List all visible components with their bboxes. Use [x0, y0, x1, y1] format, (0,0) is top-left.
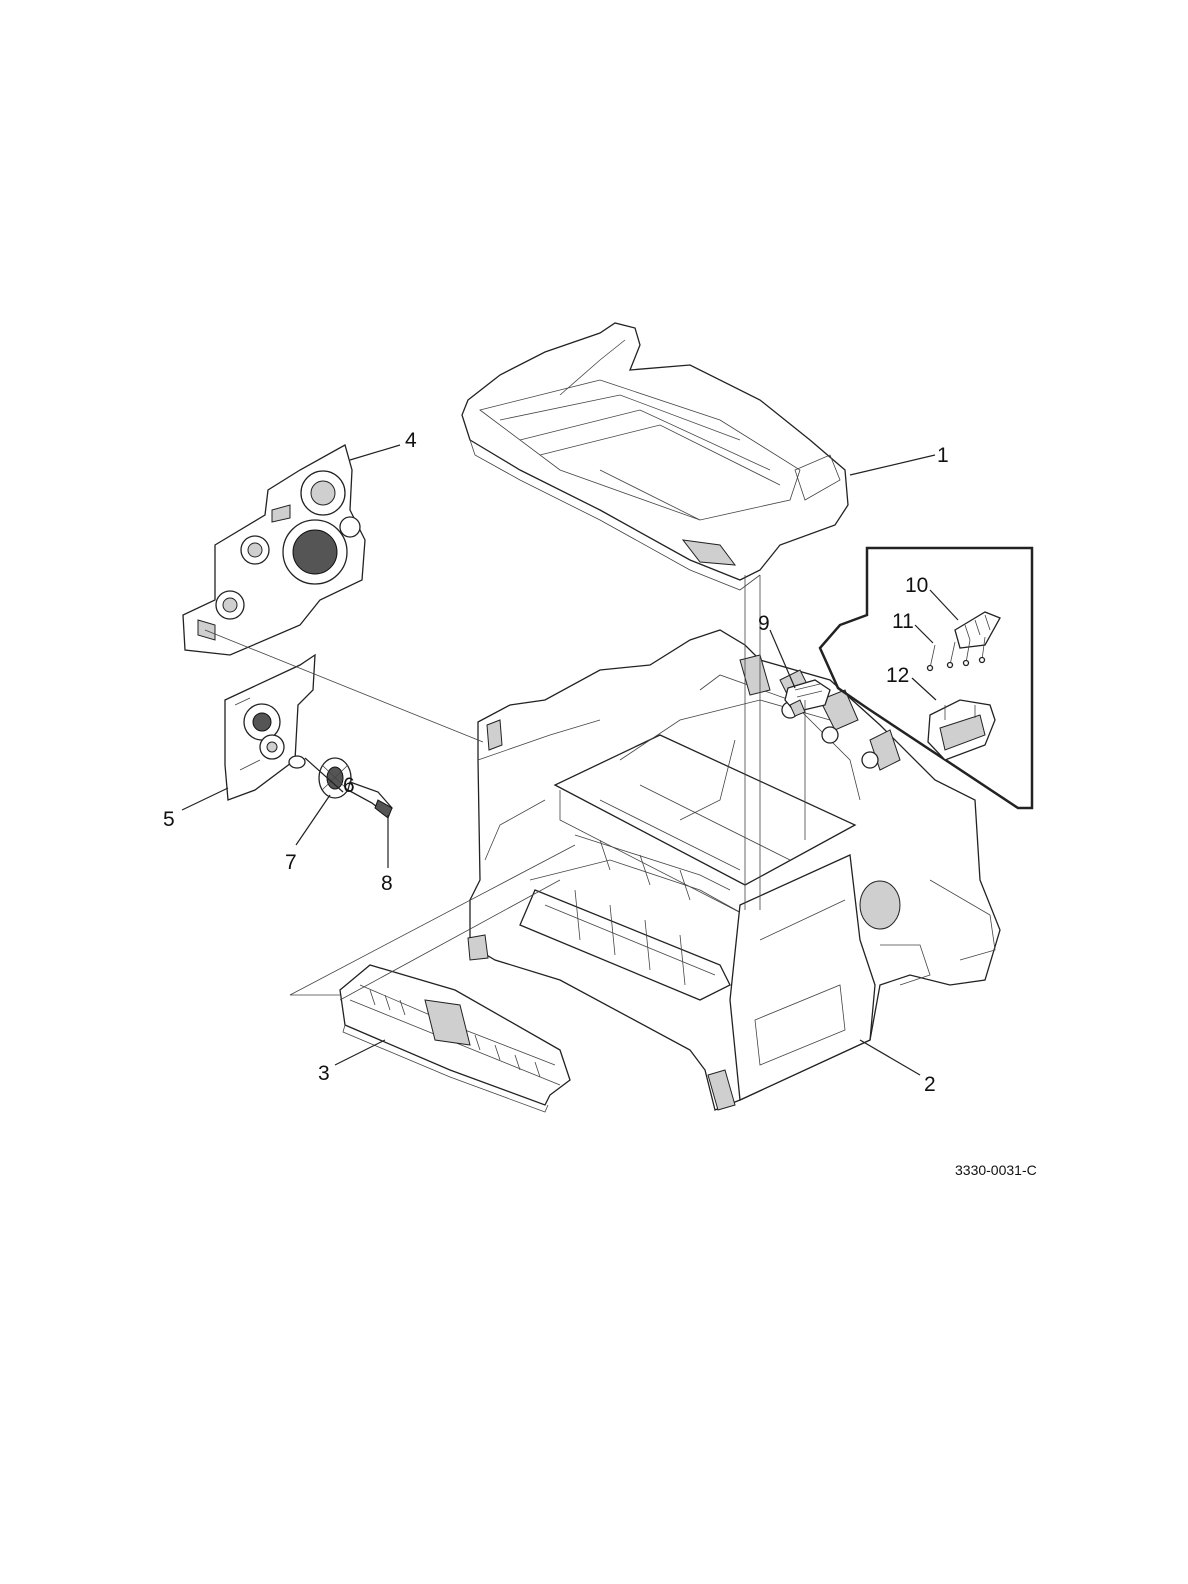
callout-3: 3 — [318, 1062, 330, 1085]
callout-5: 5 — [163, 808, 175, 831]
callout-12: 12 — [886, 664, 909, 687]
callout-10: 10 — [905, 574, 928, 597]
part-2-main-frame — [468, 630, 1000, 1110]
part-4-drive-assembly — [183, 445, 365, 655]
callout-8: 8 — [381, 872, 393, 895]
part-3-transfer-assembly — [340, 965, 570, 1112]
callout-1: 1 — [937, 444, 949, 467]
callout-9: 9 — [758, 612, 770, 635]
callout-2: 2 — [924, 1073, 936, 1096]
part-6-washer — [289, 756, 305, 768]
part-12-housing — [928, 700, 995, 760]
callout-11: 11 — [892, 610, 914, 633]
callout-4: 4 — [405, 429, 417, 452]
callout-7: 7 — [285, 851, 297, 874]
part-5-gear-plate — [225, 655, 315, 800]
callout-6: 6 — [343, 774, 355, 797]
part-10-connector — [955, 612, 1000, 648]
figure-reference: 3330-0031-C — [955, 1162, 1037, 1178]
part-1-top-frame — [462, 323, 848, 590]
